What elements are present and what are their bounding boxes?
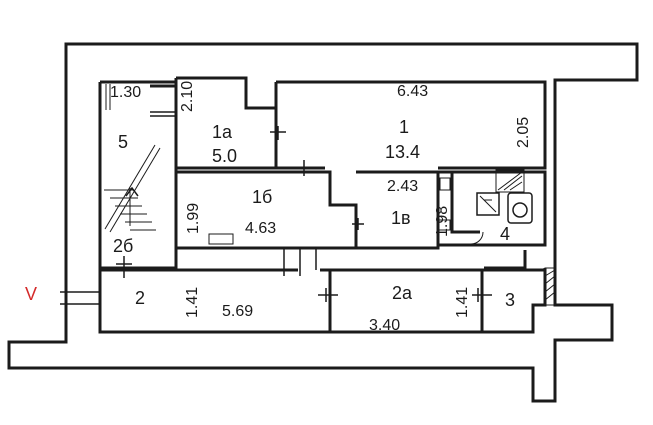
room-1v-walls bbox=[356, 170, 440, 250]
bathroom-fixtures bbox=[208, 169, 556, 306]
room-5-walls bbox=[100, 80, 178, 270]
entrance-mark: V bbox=[25, 284, 37, 304]
room-2b-number: 2б bbox=[113, 236, 133, 256]
room-1-area: 13.4 bbox=[385, 142, 420, 162]
dim-6-43: 6.43 bbox=[397, 83, 428, 100]
room-1v-number: 1в bbox=[391, 208, 411, 228]
outer-wall bbox=[7, 42, 639, 403]
dim-1-41-b: 1.41 bbox=[454, 287, 471, 318]
room-2-number: 2 bbox=[135, 288, 145, 308]
dim-2-43: 2.43 bbox=[387, 178, 418, 195]
stairs bbox=[104, 84, 161, 233]
room-3-number: 3 bbox=[505, 290, 515, 310]
dim-2-05: 2.05 bbox=[515, 117, 532, 148]
room-1a-number: 1а bbox=[212, 122, 233, 142]
dim-2-10: 2.10 bbox=[179, 81, 196, 112]
room-2a-area: 3.40 bbox=[369, 317, 400, 334]
dim-1-41-a: 1.41 bbox=[184, 287, 201, 318]
room-1-number: 1 bbox=[399, 117, 409, 137]
room-1a-area: 5.0 bbox=[212, 146, 237, 166]
room-2a-number: 2а bbox=[392, 283, 413, 303]
room-4-number: 4 bbox=[500, 224, 510, 244]
room-5-number: 5 bbox=[118, 132, 128, 152]
dim-1-30: 1.30 bbox=[110, 84, 141, 101]
room-2-area: 5.69 bbox=[222, 303, 253, 320]
dim-1-99: 1.99 bbox=[185, 203, 202, 234]
dim-1-98: 1.98 bbox=[434, 206, 451, 237]
doors bbox=[60, 111, 492, 305]
room-1b-area: 4.63 bbox=[245, 220, 276, 237]
room-4-walls bbox=[438, 170, 547, 247]
room-labels: 1.30 2.10 5 6.43 1 13.4 2.05 1а 5.0 1б 1… bbox=[25, 81, 532, 334]
room-1b-number: 1б bbox=[252, 187, 272, 207]
